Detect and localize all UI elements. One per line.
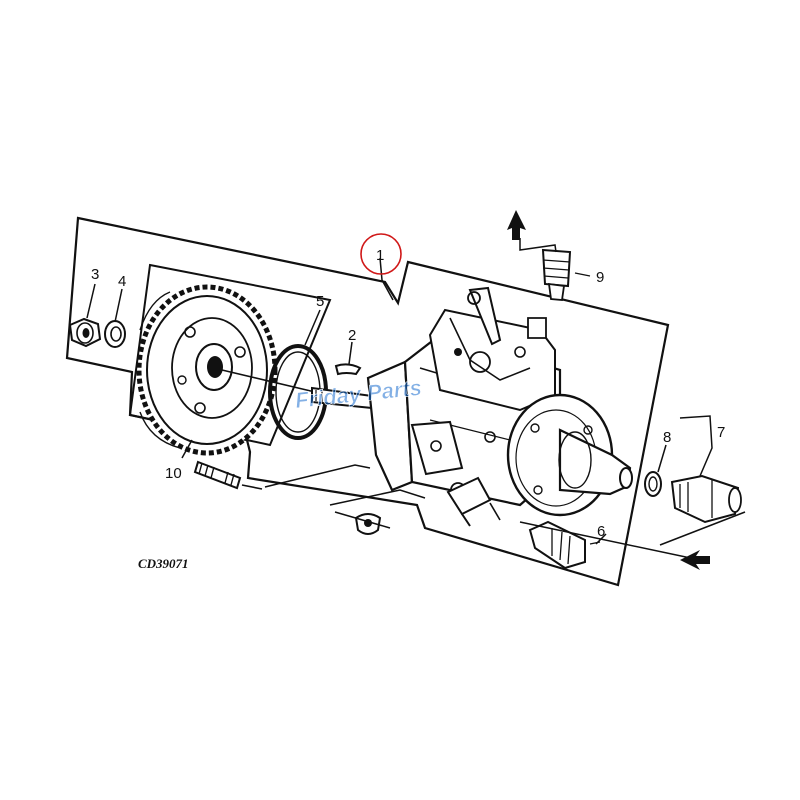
part-7-fitting[interactable]: [670, 474, 742, 524]
part-3-nut[interactable]: [68, 317, 102, 348]
callout-10: 10: [165, 465, 182, 482]
part-2-key[interactable]: [334, 363, 362, 376]
callout-1: 1: [376, 247, 384, 264]
part-4-washer[interactable]: [104, 320, 126, 348]
injection-pump-body[interactable]: [311, 286, 562, 507]
callout-9: 9: [596, 269, 604, 286]
highlight-circle: [360, 233, 402, 275]
drawing-code: CD39071: [138, 556, 189, 571]
fitting-lower[interactable]: [446, 476, 501, 527]
arrow-left-icon: [680, 550, 710, 570]
callout-7: 7: [717, 424, 725, 441]
callout-6: 6: [597, 523, 605, 540]
gear-group-outline: [128, 263, 332, 447]
retaining-clip[interactable]: [354, 513, 382, 535]
part-9-fitting[interactable]: [541, 248, 591, 301]
shaft-axis-line: [221, 369, 316, 393]
callout-4: 4: [118, 273, 126, 290]
distributor-head[interactable]: [506, 393, 633, 517]
callout-8: 8: [663, 429, 671, 446]
part-10-timing-gear[interactable]: [136, 284, 278, 456]
part-8-washer[interactable]: [644, 471, 662, 497]
arrow-up-icon: [507, 210, 526, 240]
callout-5: 5: [316, 293, 324, 310]
callout-3: 3: [91, 266, 99, 283]
assembly-outline: [65, 216, 670, 587]
callout-2: 2: [348, 327, 356, 344]
leader-lines: [86, 238, 746, 561]
stud-bolt[interactable]: [193, 460, 263, 490]
